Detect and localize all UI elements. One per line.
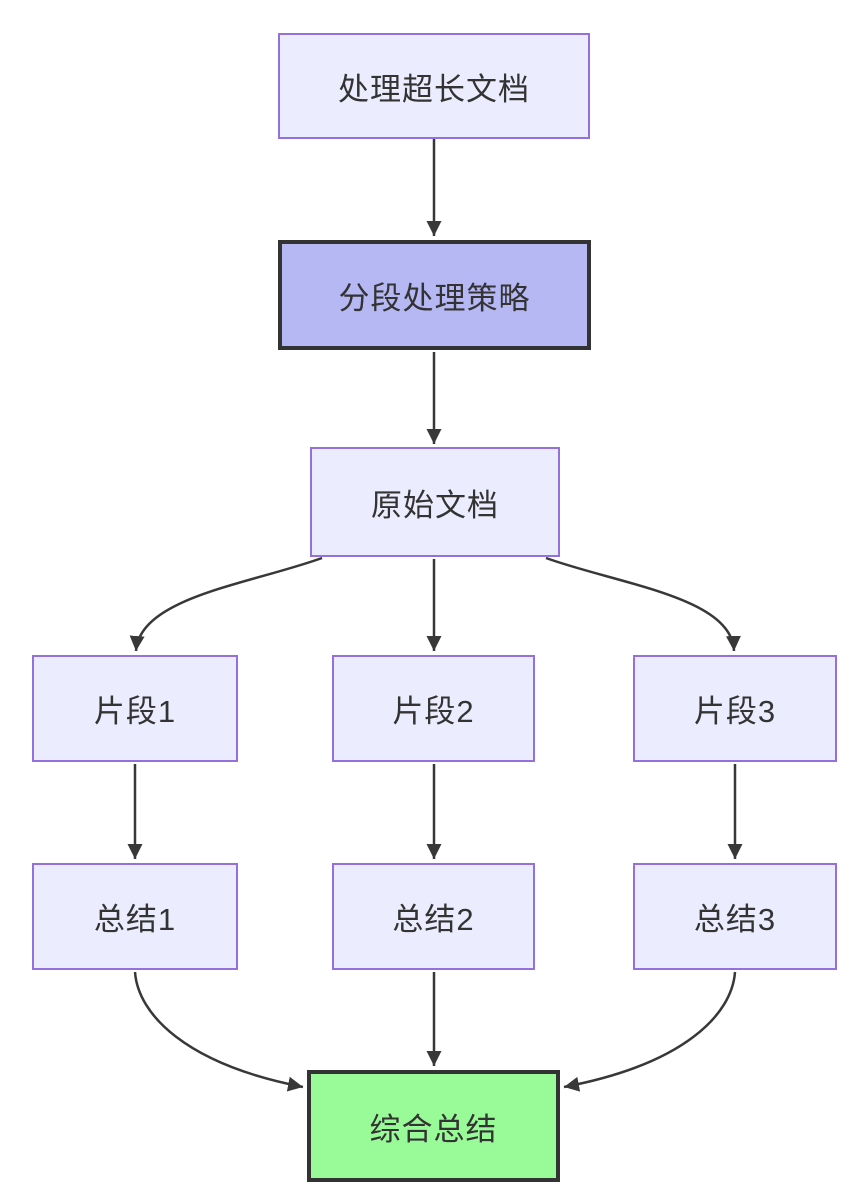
node-label: 分段处理策略 xyxy=(338,280,531,316)
edge-summary1-to-final xyxy=(133,971,304,1092)
edge-summary3-to-final xyxy=(563,971,737,1092)
node-original-document: 原始文档 xyxy=(310,447,560,557)
node-label: 原始文档 xyxy=(371,487,499,523)
edge-c-to-fragment3 xyxy=(545,556,741,652)
node-label: 总结2 xyxy=(392,902,475,937)
node-process-long-document: 处理超长文档 xyxy=(278,33,590,139)
node-fragment-1: 片段1 xyxy=(32,655,238,762)
node-label: 总结1 xyxy=(93,902,177,937)
node-summary-2: 总结2 xyxy=(332,863,535,970)
edge-c-to-fragment1 xyxy=(129,556,323,652)
node-label: 片段3 xyxy=(693,694,777,729)
node-summary-1: 总结1 xyxy=(32,863,238,970)
node-fragment-3: 片段3 xyxy=(633,655,837,762)
node-summary-3: 总结3 xyxy=(633,863,837,970)
node-label: 总结3 xyxy=(693,902,777,937)
node-fragment-2: 片段2 xyxy=(332,655,535,762)
node-segmentation-strategy: 分段处理策略 xyxy=(278,240,591,350)
node-label: 综合总结 xyxy=(369,1111,498,1147)
node-label: 片段2 xyxy=(392,694,475,729)
node-label: 处理超长文档 xyxy=(338,71,530,107)
node-final-summary: 综合总结 xyxy=(307,1070,560,1182)
node-label: 片段1 xyxy=(93,694,177,729)
